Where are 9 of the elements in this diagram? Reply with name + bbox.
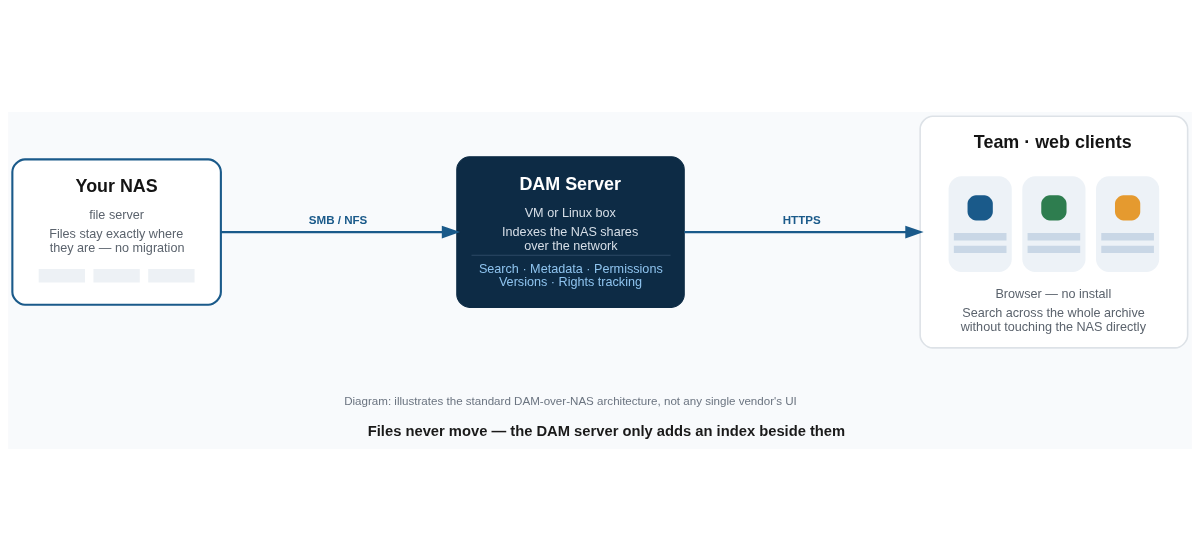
edge-label: SMB / NFS bbox=[308, 213, 368, 226]
node-box: Your NAS file server Files stay exactly where they are — no migration bbox=[11, 157, 222, 306]
node-box: Team · web clients Browser — no install Search across the whole archive without touching the NAS directly bbox=[919, 114, 1189, 349]
arrow bbox=[684, 225, 924, 238]
label: Diagram: illustrates the standard DAM-over-NAS architecture, not any single vendor's UI bbox=[344, 394, 797, 407]
arrow bbox=[221, 225, 461, 238]
caption: Files never move — the DAM server only adds an index beside them bbox=[367, 422, 846, 439]
node-box: DAM Server VM or Linux box Indexes the NAS shares over the network Search · Metadata · Permissions Versions · Rights tracking bbox=[456, 155, 685, 308]
edge-label: HTTPS bbox=[782, 213, 821, 226]
